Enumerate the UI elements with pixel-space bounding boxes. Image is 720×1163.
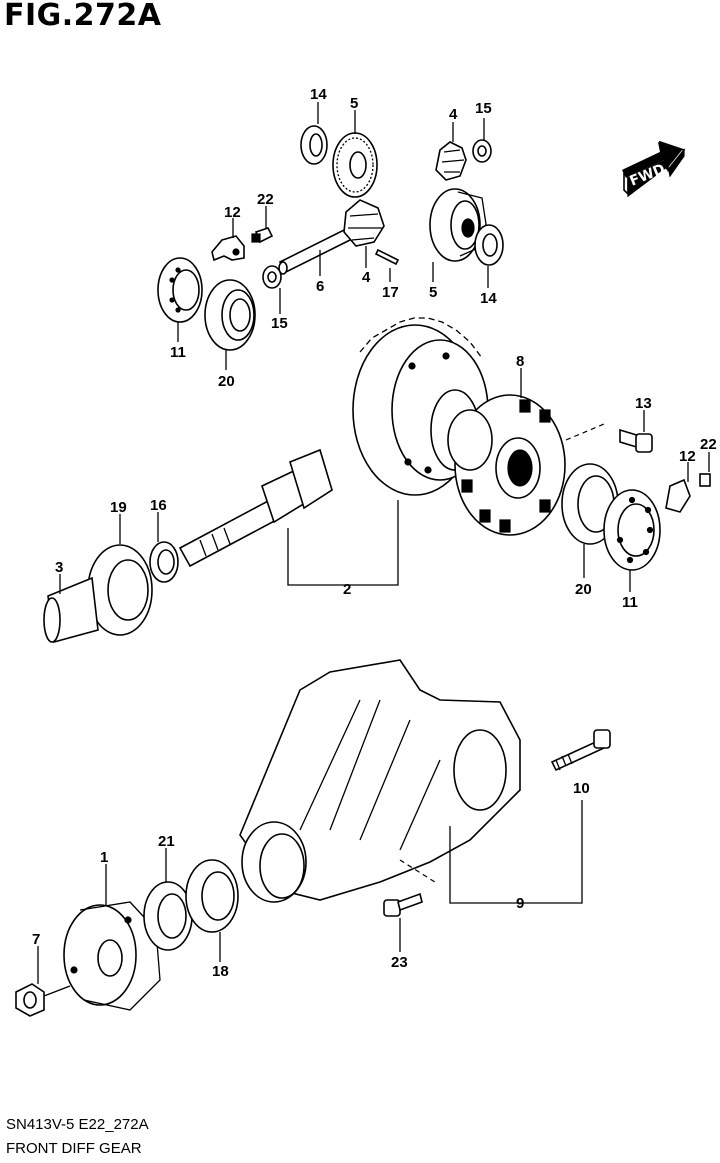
callout-4-upper: 4	[449, 106, 458, 123]
figure-title: FIG.272A	[4, 0, 162, 33]
callout-3: 3	[55, 559, 63, 576]
leader-7	[43, 985, 71, 997]
oil-seal-21	[143, 881, 193, 951]
bolt-22-lower	[699, 473, 711, 487]
callout-1: 1	[100, 849, 108, 866]
lock-plate-12-lower	[665, 478, 691, 513]
diff-housing-9	[239, 659, 521, 903]
adjuster-11-lower	[603, 489, 661, 571]
diff-case-8	[447, 394, 566, 536]
fwd-arrow-icon: FWD	[622, 140, 686, 198]
side-gear-5-upper	[332, 132, 378, 198]
leader-13	[565, 423, 605, 441]
callout-6: 6	[316, 278, 324, 295]
washer-15-lower	[262, 265, 282, 289]
callout-14-upper: 14	[310, 86, 327, 103]
bearing-20-upper	[204, 279, 256, 351]
adjuster-11-upper	[157, 257, 203, 323]
callout-12-upper: 12	[224, 204, 241, 221]
callout-11-lower: 11	[622, 594, 638, 611]
thrust-washer-14-left	[300, 125, 328, 165]
bolt-23	[383, 892, 423, 917]
callout-9: 9	[516, 895, 524, 912]
callout-20-lower: 20	[575, 581, 592, 598]
callout-21: 21	[158, 833, 175, 850]
drive-pinion-shaft	[178, 448, 333, 568]
bracket-9	[449, 800, 583, 904]
callout-2: 2	[343, 581, 351, 598]
companion-flange-1	[63, 901, 161, 1011]
callout-16: 16	[150, 497, 167, 514]
callout-11-upper: 11	[170, 344, 186, 361]
callout-5-upper: 5	[350, 95, 358, 112]
callout-15-upper: 15	[475, 100, 492, 117]
callout-18: 18	[212, 963, 229, 980]
callout-22-upper: 22	[257, 191, 274, 208]
callout-15-lower: 15	[271, 315, 288, 332]
bolt-13	[619, 428, 653, 453]
callout-7: 7	[32, 931, 40, 948]
flange-nut-7	[15, 983, 45, 1017]
callout-22-lower: 22	[700, 436, 717, 453]
callout-20-upper: 20	[218, 373, 235, 390]
callout-8: 8	[516, 353, 524, 370]
callout-13: 13	[635, 395, 652, 412]
thrust-washer-14-right	[474, 224, 504, 266]
callout-12-lower: 12	[679, 448, 696, 465]
pin-17	[374, 248, 400, 266]
bearing-18	[185, 859, 239, 933]
spacer-3	[43, 576, 99, 644]
bolt-10	[550, 729, 611, 772]
callout-14-lower: 14	[480, 290, 497, 307]
pinion-gear-4-upper	[435, 141, 467, 181]
callout-5-lower: 5	[429, 284, 437, 301]
spacer-16	[149, 541, 179, 583]
side-gear-5-right	[429, 188, 487, 262]
callout-10: 10	[573, 780, 590, 797]
pinion-gear-4-lower	[343, 199, 385, 247]
callout-17: 17	[382, 284, 399, 301]
washer-15-upper	[472, 139, 492, 163]
bearing-19	[87, 544, 153, 636]
callout-leaders	[37, 102, 710, 984]
callout-19: 19	[110, 499, 127, 516]
bolt-22-upper	[251, 227, 274, 244]
callout-23: 23	[391, 954, 408, 971]
figure-code: SN413V-5 E22_272A	[6, 1116, 149, 1133]
leader-23	[399, 859, 439, 885]
lock-plate-12-upper	[211, 235, 245, 262]
callout-4-lower: 4	[362, 269, 371, 286]
bracket-2	[287, 500, 399, 586]
figure-name: FRONT DIFF GEAR	[6, 1140, 142, 1157]
